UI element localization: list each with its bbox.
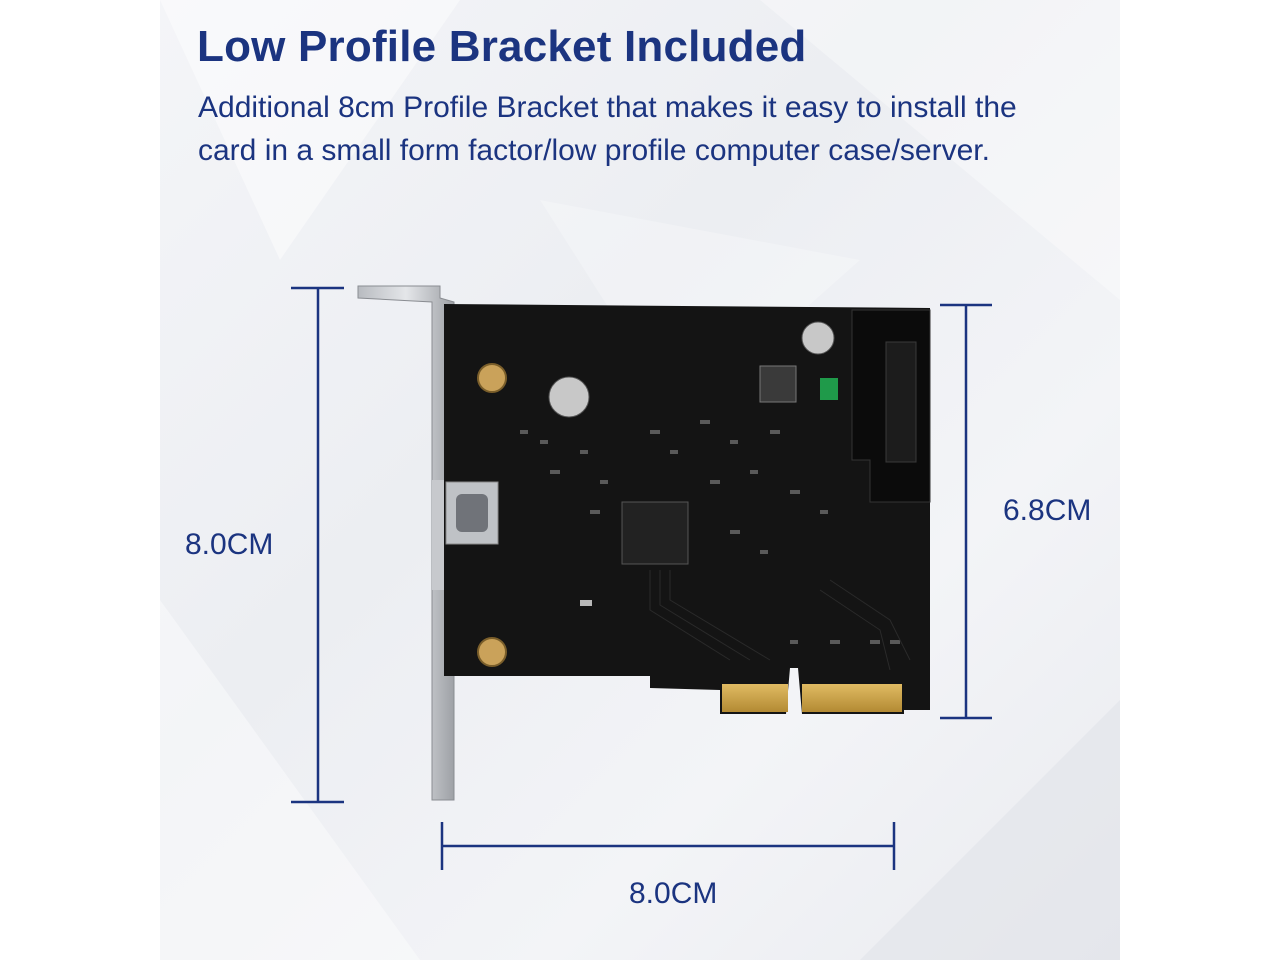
mounting-screws (477, 363, 507, 667)
pcb-traces (649, 570, 911, 671)
usb-c-port (445, 481, 499, 545)
page-title: Low Profile Bracket Included (197, 22, 807, 71)
smd-components (520, 420, 900, 644)
sata-power-connector (851, 309, 931, 503)
card-width-label: 8.0CM (629, 877, 718, 910)
pcie-card-image (357, 285, 931, 801)
card-height-label: 6.8CM (1003, 494, 1092, 527)
capacitors (548, 321, 838, 418)
background-panel (160, 0, 1120, 960)
low-profile-bracket (357, 285, 455, 801)
geometric-background (160, 0, 1120, 960)
left-dimension-line (291, 286, 344, 804)
right-dimension-line (940, 303, 992, 720)
bottom-dimension-line (440, 822, 896, 870)
controller-chip (621, 501, 689, 565)
bracket-height-label: 8.0CM (185, 528, 274, 561)
description-text: Additional 8cm Profile Bracket that make… (198, 91, 1017, 167)
